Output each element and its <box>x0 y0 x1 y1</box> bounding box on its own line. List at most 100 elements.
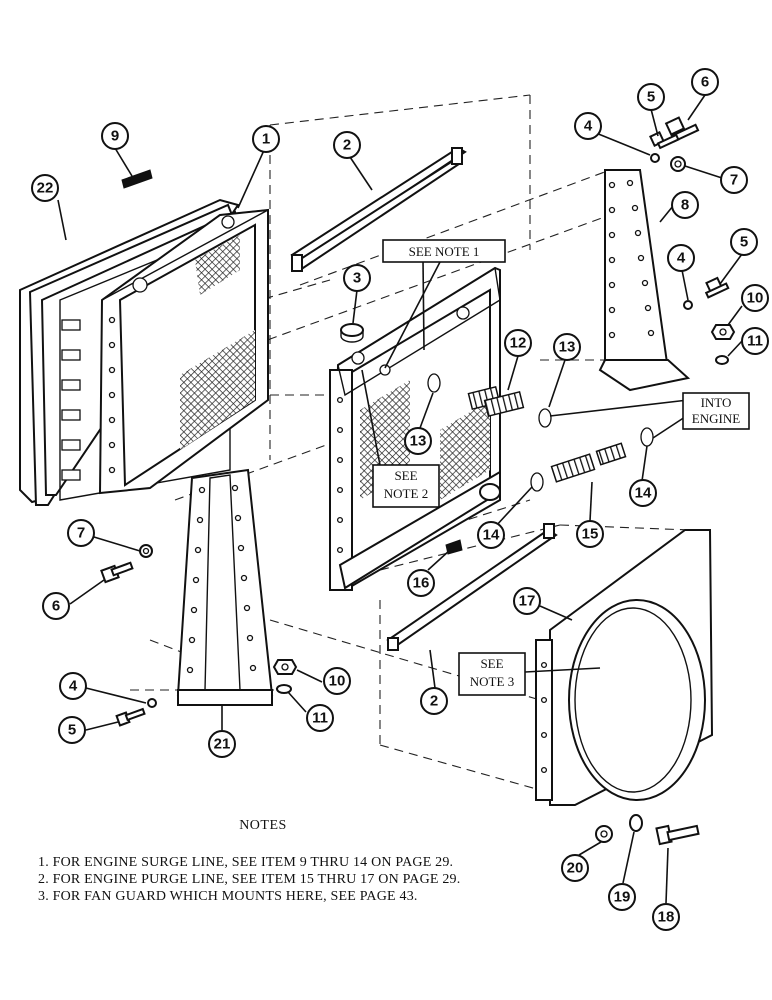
bracket-item-21 <box>176 468 274 706</box>
callout-7: 7 <box>720 166 748 194</box>
bolt-item-6-top <box>664 116 700 143</box>
washer-item-11-right <box>715 355 729 365</box>
svg-text:SEE: SEE <box>480 656 503 671</box>
svg-text:2: 2 <box>430 693 438 710</box>
rail-item-2-top <box>290 146 467 272</box>
callout-11: 11 <box>741 327 769 355</box>
callout-12: 12 <box>504 329 532 357</box>
callout-10: 10 <box>741 284 769 312</box>
hardware <box>100 116 736 846</box>
washer-item-11-left <box>276 684 292 694</box>
note-label-2: SEE NOTE 2 <box>361 369 440 508</box>
callout-14: 14 <box>477 521 505 549</box>
svg-text:3: 3 <box>353 270 361 287</box>
callout-6: 6 <box>42 592 70 620</box>
callout-14: 14 <box>629 479 657 507</box>
bracket-item-8 <box>598 169 691 392</box>
svg-text:4: 4 <box>677 250 686 267</box>
into-engine-label: INTO ENGINE <box>682 392 750 430</box>
svg-text:NOTE 3: NOTE 3 <box>470 674 514 689</box>
callout-3: 3 <box>343 264 371 292</box>
callout-10: 10 <box>323 667 351 695</box>
shroud-slots <box>61 319 81 481</box>
svg-text:5: 5 <box>740 234 748 251</box>
bolt-item-5-right <box>704 276 730 299</box>
screen-holes <box>108 316 116 474</box>
gasket-item-9 <box>121 169 153 189</box>
bracket-8-holes <box>608 179 655 339</box>
svg-text:6: 6 <box>52 598 60 615</box>
svg-text:14: 14 <box>635 485 652 502</box>
washer-item-4-right <box>683 300 693 310</box>
leader-lines <box>57 94 743 904</box>
callouts: 1 2 2 3 4 4 4 5 5 5 6 6 7 7 8 9 10 10 11… <box>31 68 769 931</box>
svg-text:17: 17 <box>519 593 536 610</box>
svg-text:10: 10 <box>329 673 346 690</box>
svg-text:13: 13 <box>410 433 427 450</box>
callout-4: 4 <box>59 672 87 700</box>
svg-text:18: 18 <box>658 909 675 926</box>
svg-text:4: 4 <box>584 118 593 135</box>
bolt-item-6-left <box>100 561 134 584</box>
callout-18: 18 <box>652 903 680 931</box>
svg-text:NOTE 2: NOTE 2 <box>384 486 428 501</box>
radiator-cap-item-3 <box>340 323 364 343</box>
fan-shroud-holes <box>540 661 548 774</box>
note-item-3: 3. FOR FAN GUARD WHICH MOUNTS HERE, SEE … <box>38 889 418 904</box>
svg-text:8: 8 <box>681 197 689 214</box>
callout-9: 9 <box>101 122 129 150</box>
svg-text:2: 2 <box>343 137 351 154</box>
note-label-1: SEE NOTE 1 <box>382 239 506 369</box>
callout-20: 20 <box>561 854 589 882</box>
svg-text:1: 1 <box>262 131 270 148</box>
callout-17: 17 <box>513 587 541 615</box>
svg-text:14: 14 <box>483 527 500 544</box>
svg-text:ENGINE: ENGINE <box>692 411 740 426</box>
hoses-and-clamps <box>427 373 654 492</box>
note-item-1: 1. FOR ENGINE SURGE LINE, SEE ITEM 9 THR… <box>38 855 454 870</box>
callout-8: 8 <box>671 191 699 219</box>
callout-6: 6 <box>691 68 719 96</box>
callout-1: 1 <box>252 125 280 153</box>
washer-item-4-top <box>650 153 660 163</box>
bolt-item-18 <box>655 824 700 846</box>
lockwasher-item-19 <box>629 814 643 832</box>
svg-text:7: 7 <box>730 172 738 189</box>
callout-11: 11 <box>306 704 334 732</box>
svg-text:5: 5 <box>647 89 655 106</box>
svg-text:15: 15 <box>582 526 599 543</box>
svg-text:12: 12 <box>510 335 527 352</box>
svg-text:13: 13 <box>559 339 576 356</box>
callout-13: 13 <box>553 333 581 361</box>
washer-item-4-left <box>147 698 157 708</box>
svg-text:9: 9 <box>111 128 119 145</box>
bolt-item-5-top <box>649 131 680 150</box>
screen-item-1 <box>98 208 269 495</box>
svg-text:7: 7 <box>77 525 85 542</box>
svg-text:INTO: INTO <box>701 395 732 410</box>
svg-text:16: 16 <box>413 575 430 592</box>
svg-text:6: 6 <box>701 74 709 91</box>
rail-item-2-bottom <box>386 523 558 651</box>
svg-text:11: 11 <box>312 710 328 727</box>
callout-15: 15 <box>576 520 604 548</box>
callout-16: 16 <box>407 569 435 597</box>
bolt-item-5-left <box>115 707 146 727</box>
callout-5: 5 <box>58 716 86 744</box>
callout-19: 19 <box>608 883 636 911</box>
callout-4: 4 <box>574 112 602 140</box>
callout-2: 2 <box>420 687 448 715</box>
core-side-holes <box>336 396 344 554</box>
notes-section: NOTES 1. FOR ENGINE SURGE LINE, SEE ITEM… <box>38 818 638 905</box>
callout-7: 7 <box>67 519 95 547</box>
svg-text:SEE NOTE 1: SEE NOTE 1 <box>409 244 480 259</box>
svg-text:11: 11 <box>747 333 763 350</box>
bracket-21-holes <box>186 484 257 674</box>
callout-5: 5 <box>637 83 665 111</box>
svg-text:20: 20 <box>567 860 584 877</box>
callout-2: 2 <box>333 131 361 159</box>
svg-text:22: 22 <box>37 180 54 197</box>
callout-13: 13 <box>404 427 432 455</box>
